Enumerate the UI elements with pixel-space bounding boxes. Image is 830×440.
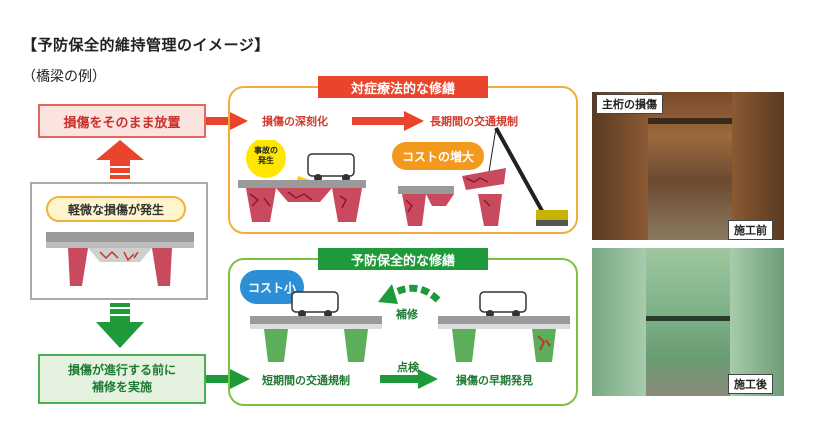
- repair-label: 補修: [396, 308, 418, 321]
- photo-after-label: 施工後: [728, 374, 773, 394]
- early-detection-label: 損傷の早期発見: [456, 374, 533, 387]
- photo-top-label: 主桁の損傷: [596, 94, 663, 114]
- inspection-label: 点検: [397, 361, 419, 374]
- neglect-box: 損傷をそのまま放置: [38, 104, 206, 138]
- long-regulation-label: 長期間の交通規制: [430, 115, 518, 128]
- accident-label: 事故の 発生: [254, 146, 278, 165]
- photo-before-label: 施工前: [728, 220, 773, 240]
- cost-increase-badge: コストの増大: [392, 142, 484, 170]
- repair-cycle-arrow: [378, 284, 441, 304]
- repair-before-progress-box: 損傷が進行する前に 補修を実施: [38, 354, 206, 404]
- preventive-tag: 予防保全的な修繕: [318, 248, 488, 270]
- reactive-tag: 対症療法的な修繕: [318, 76, 488, 98]
- right-arrow-green-2: [380, 369, 438, 389]
- down-arrow-icon: [96, 303, 144, 348]
- right-arrow-green-1: [206, 369, 250, 389]
- worsening-label: 損傷の深刻化: [262, 115, 328, 128]
- repair-line-2: 補修を実施: [91, 380, 152, 394]
- photo-before: [592, 92, 784, 240]
- bridge-minor-damage-icon: [46, 232, 194, 286]
- bridge-inspected-icon: [438, 291, 570, 362]
- short-regulation-label: 短期間の交通規制: [262, 374, 350, 387]
- bridge-accident-icon: [238, 140, 366, 222]
- minor-damage-label: 軽微な損傷が発生: [46, 196, 186, 222]
- right-arrow-red-2: [352, 111, 424, 131]
- right-arrow-red-1: [206, 111, 248, 131]
- repair-line-1: 損傷が進行する前に: [67, 363, 176, 377]
- page-subtitle: （橋梁の例）: [22, 69, 106, 85]
- up-arrow-icon: [96, 140, 144, 179]
- bridge-repaired-icon: [250, 291, 382, 362]
- bridge-crane-icon: [398, 127, 568, 226]
- page-title: 【予防保全的維持管理のイメージ】: [22, 36, 270, 54]
- photo-after: [592, 248, 784, 396]
